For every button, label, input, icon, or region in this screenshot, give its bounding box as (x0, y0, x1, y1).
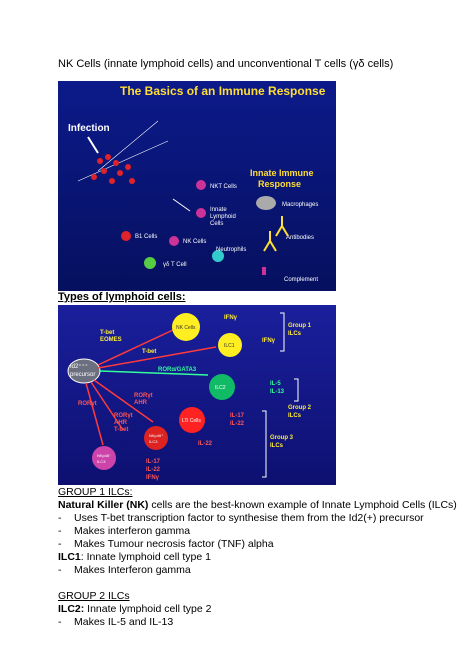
group3-label-1: Group 3 (270, 435, 294, 441)
il13-label: IL-13 (270, 389, 285, 395)
group1-label-1: Group 1 (288, 323, 312, 329)
gd-label: γδ T Cell (163, 262, 187, 268)
nkp46-neg-label-1: NKp46⁻ (97, 453, 111, 458)
tbet-label: T-bet (142, 349, 156, 355)
nk-cell-label: NK Cells (176, 325, 196, 331)
bullet-tbet: -Uses T-bet transcription factor to synt… (58, 512, 424, 524)
bacteria-cluster (91, 154, 135, 184)
nk-term: Natural Killer (NK) (58, 499, 149, 511)
nkp46-neg-circle (92, 446, 116, 470)
group1-heading: GROUP 1 ILCs: (58, 486, 133, 498)
antibody-icon (263, 216, 289, 252)
nkp46-pos-label-1: NKp46⁺ (149, 433, 163, 438)
nkt-label: NKT Cells (210, 184, 237, 190)
rorgt-ahr-1: RORγt (134, 393, 153, 399)
ilc1-term: ILC1 (58, 551, 81, 563)
il22-label-c: IL-22 (146, 467, 161, 473)
rorgt-ahr-tbet-1: RORγt (114, 413, 133, 419)
ilc-lineage-diagram: Id2⁺⁺⁺ precursor T-bet EOMES T-bet RORα/… (67, 312, 312, 481)
bullet-tnf: -Makes Tumour necrosis factor (TNF) alph… (58, 538, 274, 550)
nkt-cell-icon (196, 180, 206, 190)
group3-label-2: ILCs (270, 443, 284, 449)
figure1-title: The Basics of an Immune Response (120, 84, 326, 98)
arrow-nkn (85, 382, 104, 446)
rorgt-ahr-2: AHR (134, 400, 148, 406)
group2-heading: GROUP 2 ILCs (58, 590, 130, 602)
ilc-label-3: Cells (210, 221, 223, 227)
ifn-label-2: IFNγ (262, 338, 276, 344)
innate-response-label-1: Innate Immune (250, 168, 314, 178)
b1-cell-icon (121, 231, 131, 241)
complement-label: Complement (284, 277, 318, 283)
macrophages-label: Macrophages (282, 202, 318, 208)
lti-label: LTi Cells (182, 418, 201, 424)
rorgt-ahr-tbet-2: AHR (114, 420, 128, 426)
group2-label-1: Group 2 (288, 405, 312, 411)
nk-description: cells are the best-known example of Inna… (148, 499, 457, 511)
ilc-label-1: Innate (210, 207, 227, 213)
lti-circle (179, 407, 205, 433)
innate-response-label-2: Response (258, 179, 301, 189)
il22-label-b: IL-22 (198, 441, 213, 447)
arrow-innate (172, 198, 191, 212)
infection-label: Infection (68, 123, 110, 134)
ilc-diagram: Id2⁺⁺⁺ precursor T-bet EOMES T-bet RORα/… (58, 305, 336, 485)
nk-cell-circle (172, 313, 200, 341)
ilc-icon (196, 208, 206, 218)
types-heading: Types of lymphoid cells: (58, 291, 186, 303)
ilc1-definition: ILC1: Innate lymphoid cell type 1 (58, 551, 211, 563)
arrow-lti (93, 379, 154, 423)
il17-label-a: IL-17 (230, 413, 245, 419)
nkp46-pos-label-2: ILC3 (149, 439, 158, 444)
ifn-label-3: IFNγ (146, 475, 160, 481)
group1-label-2: ILCs (288, 331, 302, 337)
ilc2-definition: ILC2: Innate lymphoid cell type 2 (58, 603, 212, 615)
ilc2-circle (209, 374, 235, 400)
bullet-ifn: -Makes interferon gamma (58, 525, 191, 537)
bullet-ilc2: -Makes IL-5 and IL-13 (58, 616, 174, 628)
arrow-nk (97, 329, 174, 366)
bullet-ilc1-ifn: -Makes Interferon gamma (58, 564, 191, 576)
macrophage-icon (256, 196, 276, 210)
ror-gata-label: RORα/GATA3 (158, 367, 197, 373)
il17-label-b: IL-17 (146, 459, 161, 465)
infection-arrow (87, 136, 99, 154)
neutrophils-label: Neutrophils (216, 247, 246, 253)
rorgt-ahr-tbet-3: T-bet (114, 427, 128, 433)
nk-definition: Natural Killer (NK) cells are the best-k… (58, 499, 457, 512)
precursor-cell (67, 358, 101, 384)
complement-icon (262, 267, 266, 275)
group1-bracket (280, 312, 285, 352)
nkp46-neg-label-2: ILC3 (97, 459, 106, 464)
ilc1-label: ILC1 (224, 343, 235, 349)
ilc2-label: ILC2 (215, 385, 226, 391)
arrow-ilc2 (99, 370, 209, 376)
il22-label-a: IL-22 (230, 421, 245, 427)
group2-label-2: ILCs (288, 413, 302, 419)
rorgt-label: RORγt (78, 401, 97, 407)
ilc1-circle (218, 333, 242, 357)
arrow-nkp (90, 381, 124, 431)
neutrophil-icon (212, 250, 224, 262)
ilc-label-2: Lymphoid (210, 214, 236, 220)
tbet-eomes-1: T-bet (100, 330, 114, 336)
group3-bracket (262, 410, 267, 478)
nk-label: NK Cells (183, 239, 206, 245)
page-heading: NK Cells (innate lymphoid cells) and unc… (58, 58, 394, 70)
ilc2-term: ILC2: (58, 603, 85, 615)
immune-response-figure: The Basics of an Immune Response Infecti… (58, 81, 336, 291)
gd-cell-icon (144, 257, 156, 269)
b1-label: B1 Cells (135, 234, 157, 240)
nkp46-pos-circle (144, 426, 168, 450)
arrow-ilc1 (97, 346, 217, 369)
tbet-eomes-2: EOMES (100, 337, 122, 343)
ifn-label-1: IFNγ (224, 315, 238, 321)
nk-cell-icon (169, 236, 179, 246)
precursor-label-1: Id2⁺⁺⁺ (70, 363, 88, 370)
antibodies-label: Antibodies (286, 235, 314, 241)
il5-label: IL-5 (270, 381, 281, 387)
precursor-label-2: precursor (70, 372, 95, 378)
group2-bracket (294, 378, 299, 402)
immune-response-diagram: The Basics of an Immune Response Infecti… (68, 84, 326, 283)
